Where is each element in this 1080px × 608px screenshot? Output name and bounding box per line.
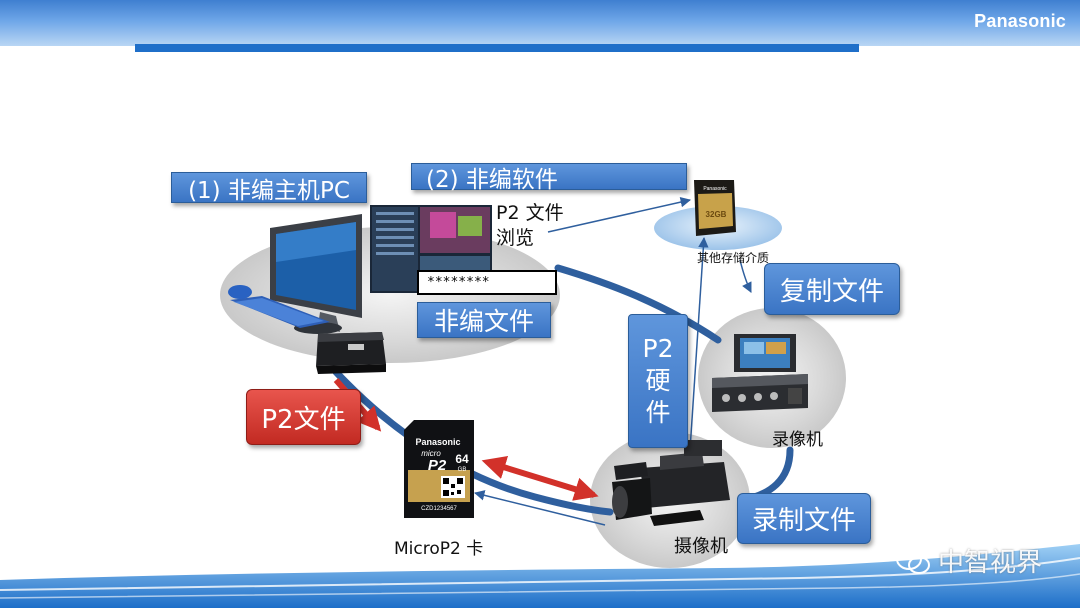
header-band	[0, 0, 1080, 46]
text-browse-line2: 浏览	[496, 227, 535, 249]
label-p2-file: P2文件	[246, 389, 361, 445]
hardware-line1: P2	[642, 334, 674, 363]
keyboard-icon	[230, 296, 330, 328]
microp2-card-p2: P2	[428, 457, 447, 474]
label-host-pc: (1) 非编主机PC	[171, 172, 367, 204]
password-box: ********	[417, 270, 557, 295]
sd-card-capacity: 32GB	[706, 210, 727, 219]
hardware-line3: 件	[645, 398, 671, 427]
label-edit-file: 非编文件	[417, 302, 551, 338]
microp2-card-icon: Panasonic micro P2 64 GB CZD1234567	[404, 420, 474, 518]
microp2-card-serial: CZD1234567	[421, 506, 457, 512]
label-edit-software: (2) 非编软件	[411, 163, 687, 193]
microp2-card-micro: micro	[421, 449, 441, 458]
card-reader-icon	[316, 332, 386, 374]
footer-wave	[0, 544, 1080, 608]
wechat-icon	[895, 547, 930, 574]
microp2-card-unit: GB	[458, 467, 467, 473]
text-other-storage: 其他存储介质	[697, 251, 770, 265]
microp2-card-brand: Panasonic	[415, 437, 460, 447]
mouse-icon	[228, 285, 252, 299]
watermark-text: 中智视界	[937, 548, 1042, 578]
text-recorder: 录像机	[772, 430, 823, 450]
camcorder-icon	[612, 440, 730, 526]
pc-monitor-icon	[270, 214, 362, 334]
arrow-hardware-to-storage	[689, 236, 709, 451]
header-rule	[135, 44, 859, 52]
brand-logo: Panasonic	[974, 11, 1066, 31]
text-p2-file-browse: P2 文件 浏览	[496, 201, 564, 251]
label-p2-hardware: P2 硬 件	[628, 314, 688, 448]
arrow-camera-to-card	[473, 490, 606, 526]
watermark: 中智视界	[895, 542, 1042, 579]
label-copy-file: 复制文件	[764, 263, 900, 315]
recorder-device-icon	[712, 334, 808, 412]
sd-card-icon: Panasonic 32GB	[694, 180, 736, 236]
sd-card-brand: Panasonic	[703, 186, 727, 192]
text-microp2-card: MicroP2 卡	[394, 539, 484, 559]
text-camera: 摄像机	[674, 536, 728, 557]
arrow-storage-to-copy	[739, 259, 752, 293]
text-browse-line1: P2 文件	[496, 202, 564, 224]
qr-code-icon	[441, 476, 465, 498]
microp2-card-capacity: 64	[455, 452, 469, 466]
label-record-file: 录制文件	[737, 493, 871, 544]
arrow-browse-to-storage	[547, 196, 692, 233]
red-double-arrow-card-camera	[481, 455, 599, 501]
flow-arc-pc-to-recorder	[554, 264, 722, 344]
hardware-line2: 硬	[645, 366, 671, 395]
